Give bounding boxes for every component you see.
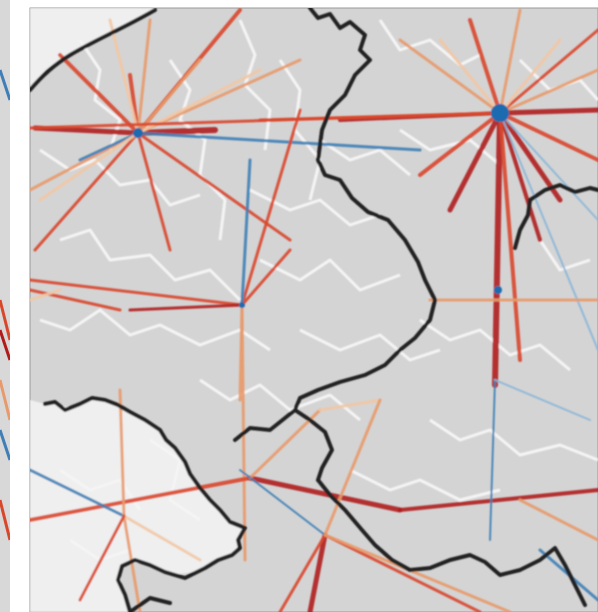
state-boundary-line	[316, 478, 587, 607]
state-boundary-line	[233, 408, 297, 442]
connection-line	[58, 53, 140, 135]
district-line	[59, 468, 142, 511]
state-boundary-line	[128, 596, 172, 612]
connection-line	[118, 388, 126, 518]
left-strip-line	[0, 299, 10, 341]
hub-node	[133, 128, 143, 138]
connection-line	[497, 107, 598, 116]
connection-line	[518, 498, 598, 542]
left-strip-line	[0, 499, 10, 541]
connection-line	[398, 488, 598, 512]
connection-line	[492, 110, 503, 388]
connection-line	[499, 112, 598, 221]
state-boundary-line	[513, 198, 532, 250]
connection-line	[418, 111, 502, 177]
connection-line	[323, 533, 512, 612]
connection-line	[307, 532, 328, 612]
connection-line	[136, 18, 152, 135]
connection-line	[30, 288, 122, 312]
connection-line	[136, 58, 302, 135]
district-line	[319, 138, 411, 177]
state-boundary-line	[30, 8, 157, 92]
connection-line	[136, 131, 422, 152]
state-boundaries	[30, 8, 598, 612]
state-boundary-line	[528, 183, 598, 202]
connection-line	[318, 398, 382, 412]
connection-line	[122, 514, 142, 612]
district-line	[399, 128, 501, 167]
connection-line	[78, 131, 140, 162]
connection-line	[136, 131, 172, 252]
connection-lines	[30, 8, 598, 612]
connection-line	[38, 131, 140, 202]
connection-line	[240, 158, 252, 307]
connection-line	[30, 278, 244, 307]
hub-node	[494, 286, 502, 294]
district-boundaries	[39, 19, 598, 562]
connection-line	[33, 131, 140, 252]
district-line	[259, 258, 401, 292]
hub-node	[491, 104, 509, 122]
connection-line	[438, 38, 502, 115]
hub-nodes	[133, 104, 509, 308]
left-strip-line	[0, 329, 10, 361]
connection-line	[30, 476, 252, 522]
district-line	[59, 228, 242, 302]
district-line	[168, 59, 227, 241]
left-strip-line	[0, 429, 10, 461]
connection-line	[498, 28, 598, 115]
connection-line	[239, 469, 326, 536]
connection-line	[498, 111, 522, 362]
connection-line	[494, 379, 591, 421]
connection-line	[108, 18, 140, 135]
district-line	[149, 438, 201, 522]
connection-line	[498, 68, 598, 115]
connection-line	[278, 533, 327, 612]
district-line	[349, 468, 501, 502]
connection-line	[78, 514, 126, 602]
left-panel-connections	[0, 69, 10, 541]
connection-line	[30, 111, 502, 130]
connection-line	[498, 111, 542, 242]
connection-line	[30, 288, 62, 302]
left-panel-land	[0, 0, 10, 612]
district-line	[429, 418, 598, 462]
district-line	[378, 19, 481, 67]
district-line	[299, 328, 441, 362]
district-line	[39, 308, 271, 352]
connection-line	[323, 398, 382, 537]
district-line	[249, 188, 381, 227]
connection-line	[248, 408, 322, 480]
connection-line	[447, 110, 503, 213]
hub-node	[239, 302, 245, 308]
district-line	[199, 378, 361, 422]
connection-line	[240, 108, 302, 307]
connection-line	[240, 248, 292, 307]
left-strip-line	[0, 69, 10, 101]
connection-line	[32, 125, 141, 136]
connection-line	[489, 379, 496, 541]
connection-line	[136, 131, 292, 242]
connection-line	[497, 110, 563, 203]
district-line	[538, 239, 591, 272]
connection-line	[468, 18, 502, 115]
outside-region-area	[30, 8, 245, 612]
connection-line	[498, 8, 522, 115]
connection-line	[498, 38, 562, 115]
connection-line	[398, 38, 502, 115]
connection-line	[247, 475, 403, 513]
left-panel-strip	[0, 0, 10, 612]
connection-line	[498, 111, 598, 162]
connection-line	[30, 468, 126, 518]
left-strip-line	[0, 379, 10, 421]
state-boundary-line	[293, 8, 437, 482]
connection-line	[136, 58, 202, 135]
connection-line	[128, 303, 244, 312]
state-boundary-line	[43, 396, 247, 612]
connection-line	[499, 112, 598, 351]
connection-line	[122, 514, 202, 562]
connection-line	[323, 533, 482, 612]
